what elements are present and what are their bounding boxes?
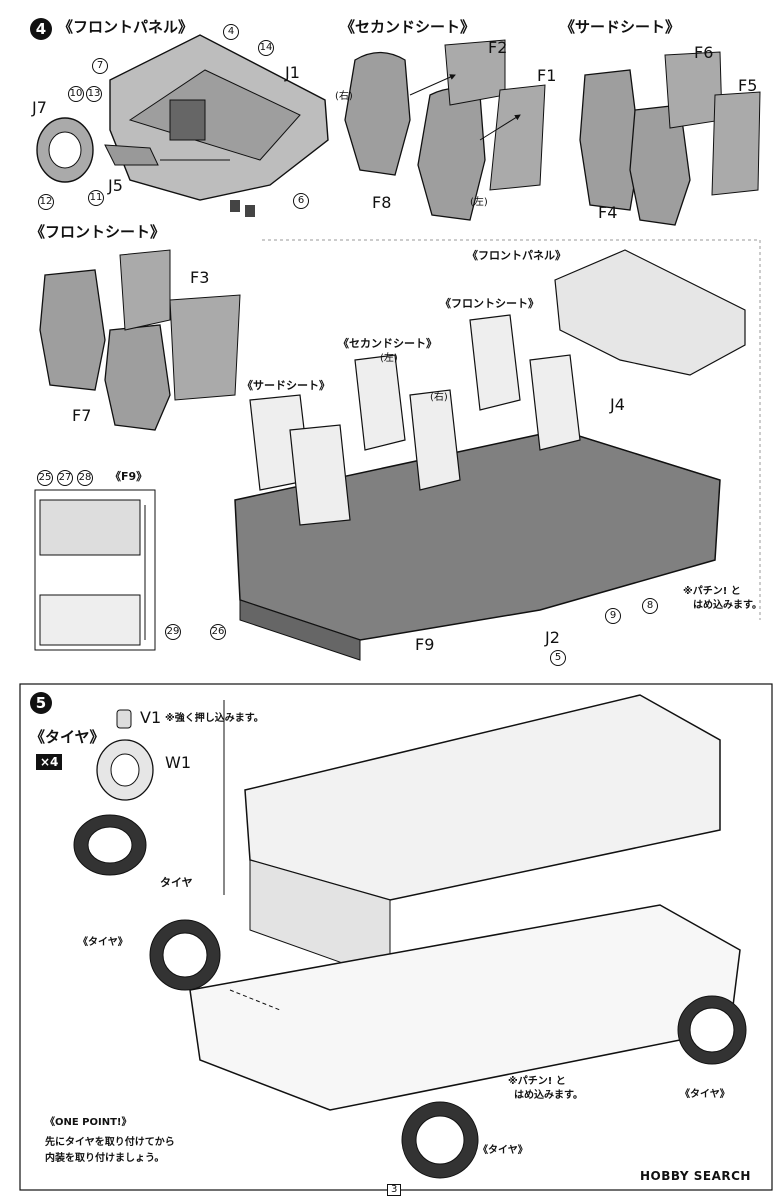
tire-title: 《タイヤ》 <box>30 728 105 746</box>
part-j7: J7 <box>32 98 47 117</box>
callout-7: 7 <box>92 58 108 74</box>
watermark-logo: HOBBY SEARCH <box>640 1169 751 1183</box>
tire-parts-drawing <box>73 709 154 876</box>
assembly-region <box>262 239 761 620</box>
one-point-line-1: 先にタイヤを取り付けてから <box>45 1137 175 1148</box>
tire-callout-bottom: 《タイヤ》 <box>478 1145 528 1156</box>
callout-12: 12 <box>38 194 54 210</box>
second-seat-right-label: (右) <box>335 91 353 102</box>
step-4-badge: 4 <box>30 18 52 40</box>
steering-wheel-drawing <box>36 117 230 183</box>
third-seat-drawing <box>579 51 761 226</box>
third-seat-title: 《サードシート》 <box>560 18 681 36</box>
tire-label: タイヤ <box>160 876 193 889</box>
part-f4: F4 <box>598 203 618 222</box>
step5-snap-note-2: はめ込みます。 <box>514 1090 583 1101</box>
step5-snap-note-1: ※パチン! と <box>508 1076 566 1087</box>
callout-5: 5 <box>550 650 566 666</box>
floor-assembly-f9-drawing <box>234 249 746 661</box>
assy-second-seat-label: 《セカンドシート》 <box>338 337 437 350</box>
part-f1: F1 <box>537 66 557 85</box>
part-f9: F9 <box>415 635 435 654</box>
assy-second-seat-left: (左) <box>380 353 398 364</box>
assy-front-seat-label: 《フロントシート》 <box>440 297 539 310</box>
assy-front-panel-label: 《フロントパネル》 <box>467 249 566 262</box>
callout-14: 14 <box>258 40 274 56</box>
callout-28: 28 <box>77 470 93 486</box>
callout-4: 4 <box>223 24 239 40</box>
assy-second-seat-right: (右) <box>430 392 448 403</box>
front-panel-title: 《フロントパネル》 <box>58 18 194 36</box>
tire-callout-right: 《タイヤ》 <box>680 1089 730 1100</box>
step4-snap-note-1: ※パチン! と <box>683 586 741 597</box>
part-j1: J1 <box>285 63 300 82</box>
chassis-drawing <box>149 694 747 1179</box>
f9-inset-drawing <box>39 499 146 646</box>
assy-third-seat-label: 《サードシート》 <box>242 379 330 392</box>
callout-26: 26 <box>210 624 226 640</box>
part-f8: F8 <box>372 193 392 212</box>
front-panel-drawing <box>109 34 329 217</box>
part-f6: F6 <box>694 43 714 62</box>
part-f3: F3 <box>190 268 210 287</box>
part-w1: W1 <box>165 753 191 772</box>
part-j4: J4 <box>610 395 625 414</box>
part-f5: F5 <box>738 76 758 95</box>
f9-inset-title: 《F9》 <box>110 470 148 483</box>
step-5-badge: 5 <box>30 692 52 714</box>
tire-callout-left: 《タイヤ》 <box>78 937 128 948</box>
part-f7: F7 <box>72 406 92 425</box>
press-note: ※強く押し込みます。 <box>165 713 264 724</box>
callout-13: 13 <box>86 86 102 102</box>
page-number: 3 <box>387 1184 402 1196</box>
callout-25: 25 <box>37 470 53 486</box>
second-seat-drawing <box>344 39 546 221</box>
part-j5: J5 <box>108 176 123 195</box>
f9-inset-frame <box>34 489 156 651</box>
one-point-title: 《ONE POINT!》 <box>45 1117 132 1128</box>
front-seat-title: 《フロントシート》 <box>30 223 166 241</box>
part-f2: F2 <box>488 38 508 57</box>
part-j2: J2 <box>545 628 560 647</box>
callout-8: 8 <box>642 598 658 614</box>
quantity-badge: ×4 <box>36 754 63 770</box>
callout-10: 10 <box>68 86 84 102</box>
callout-27: 27 <box>57 470 73 486</box>
second-seat-left-label: (左) <box>470 197 488 208</box>
second-seat-title: 《セカンドシート》 <box>340 18 476 36</box>
callout-9: 9 <box>605 608 621 624</box>
front-seat-drawing <box>39 249 241 431</box>
callout-29: 29 <box>165 624 181 640</box>
part-v1: V1 <box>140 708 162 727</box>
step4-snap-note-2: はめ込みます。 <box>693 600 762 611</box>
callout-6: 6 <box>293 193 309 209</box>
callout-11: 11 <box>88 190 104 206</box>
one-point-line-2: 内装を取り付けましょう。 <box>45 1153 165 1164</box>
